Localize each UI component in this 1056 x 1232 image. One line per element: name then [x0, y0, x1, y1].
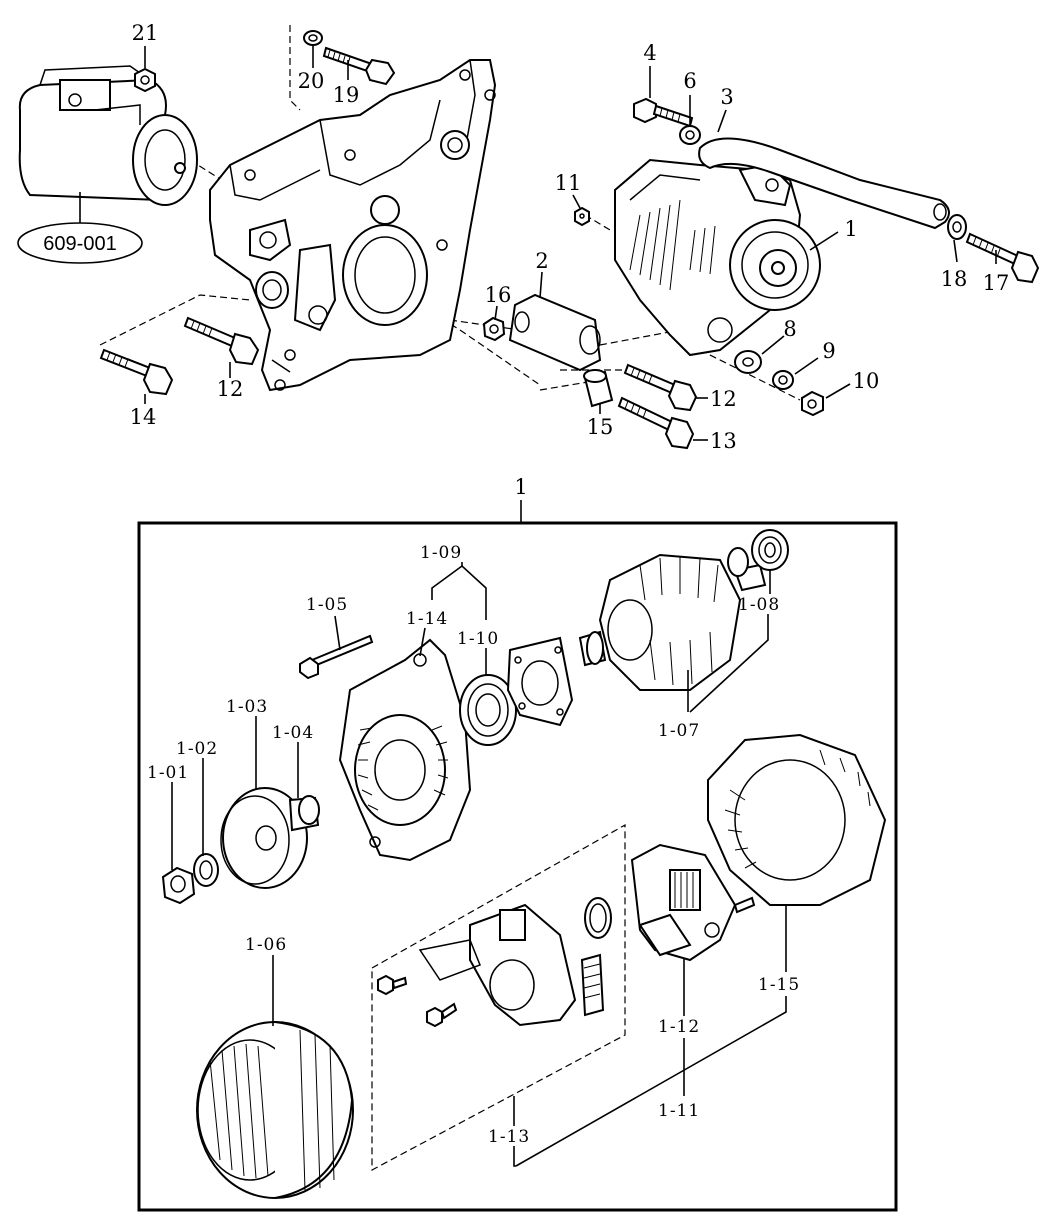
bearing-1-08	[751, 529, 789, 571]
starter-motor	[18, 65, 198, 206]
reference-tag-oval	[17, 222, 143, 264]
callout-12-left: 12	[217, 377, 244, 401]
callout-8: 8	[783, 317, 796, 341]
callout-19: 19	[333, 83, 360, 107]
bolt-4	[633, 97, 694, 128]
spacer-15	[583, 369, 614, 408]
callout-1-13: 1-13	[488, 1127, 530, 1147]
washer-6	[679, 125, 701, 145]
bolt-17	[965, 232, 1040, 284]
regulator-1-13	[418, 897, 612, 1027]
bolt-19	[322, 46, 396, 86]
washer-9	[772, 370, 794, 390]
callout-1-14: 1-14	[406, 609, 448, 629]
callout-21: 21	[132, 21, 159, 45]
screw-b	[426, 1002, 458, 1028]
callout-1: 1	[844, 217, 857, 241]
nut-11	[574, 206, 590, 227]
bolt-13	[617, 396, 695, 450]
callout-2: 2	[535, 249, 548, 273]
bolt-14	[99, 348, 174, 396]
callout-11: 11	[555, 171, 582, 195]
nut-10	[801, 390, 824, 417]
nut-1-01	[161, 866, 196, 905]
callout-17: 17	[983, 271, 1010, 295]
callout-1-09: 1-09	[420, 543, 462, 563]
callout-20: 20	[298, 69, 325, 93]
callout-1-07: 1-07	[658, 721, 700, 741]
callout-1-10: 1-10	[457, 629, 499, 649]
bolt-12-right	[623, 363, 698, 412]
callout-1-15: 1-15	[758, 975, 800, 995]
callout-15: 15	[587, 415, 614, 439]
callout-16: 16	[485, 283, 512, 307]
pulley-1-03	[220, 787, 308, 889]
bracket-2	[508, 293, 602, 372]
gear-case	[209, 59, 497, 392]
reference-tag: 609-001	[43, 233, 116, 255]
washer-8	[734, 350, 762, 374]
front-bracket-1-14	[338, 638, 472, 862]
callout-6: 6	[683, 69, 696, 93]
callout-13: 13	[710, 429, 737, 453]
callout-1-02: 1-02	[176, 739, 218, 759]
callout-1-08: 1-08	[738, 595, 780, 615]
callout-1-11: 1-11	[658, 1101, 700, 1121]
washer-1-02	[193, 853, 219, 887]
callout-9: 9	[822, 339, 835, 363]
callout-1-05: 1-05	[306, 595, 348, 615]
callout-1-03: 1-03	[226, 697, 268, 717]
callout-1-01: 1-01	[147, 763, 189, 783]
regulator-group-outline	[371, 823, 626, 1172]
bolt-1-05	[299, 634, 374, 680]
alternator-detail-box	[137, 521, 898, 1212]
upper-leaders	[144, 46, 997, 441]
detail-leaders	[171, 562, 787, 1167]
bearing-1-10	[459, 674, 517, 746]
rectifier-1-12	[630, 843, 756, 962]
spacer-ring	[727, 547, 749, 577]
callout-3: 3	[720, 85, 733, 109]
washer-20	[303, 30, 323, 46]
callout-4: 4	[643, 41, 656, 65]
nut-21	[134, 67, 156, 93]
callout-1-04: 1-04	[272, 723, 314, 743]
stator-1-06	[196, 1021, 354, 1199]
detail-box-title: 1	[514, 475, 527, 499]
callout-1-06: 1-06	[245, 935, 287, 955]
callout-12-right: 12	[710, 387, 737, 411]
callout-18: 18	[941, 267, 968, 291]
rear-cover-1-15	[707, 733, 887, 906]
callout-14: 14	[130, 405, 157, 429]
screw-a	[377, 974, 408, 996]
adjust-link-3	[698, 137, 950, 230]
nut-16	[482, 316, 506, 342]
bolt-12-left	[183, 316, 260, 366]
callout-1-12: 1-12	[658, 1017, 700, 1037]
callout-10: 10	[853, 369, 880, 393]
retainer-plate	[506, 636, 574, 727]
collar-1-04	[288, 795, 320, 832]
washer-18	[947, 214, 967, 240]
